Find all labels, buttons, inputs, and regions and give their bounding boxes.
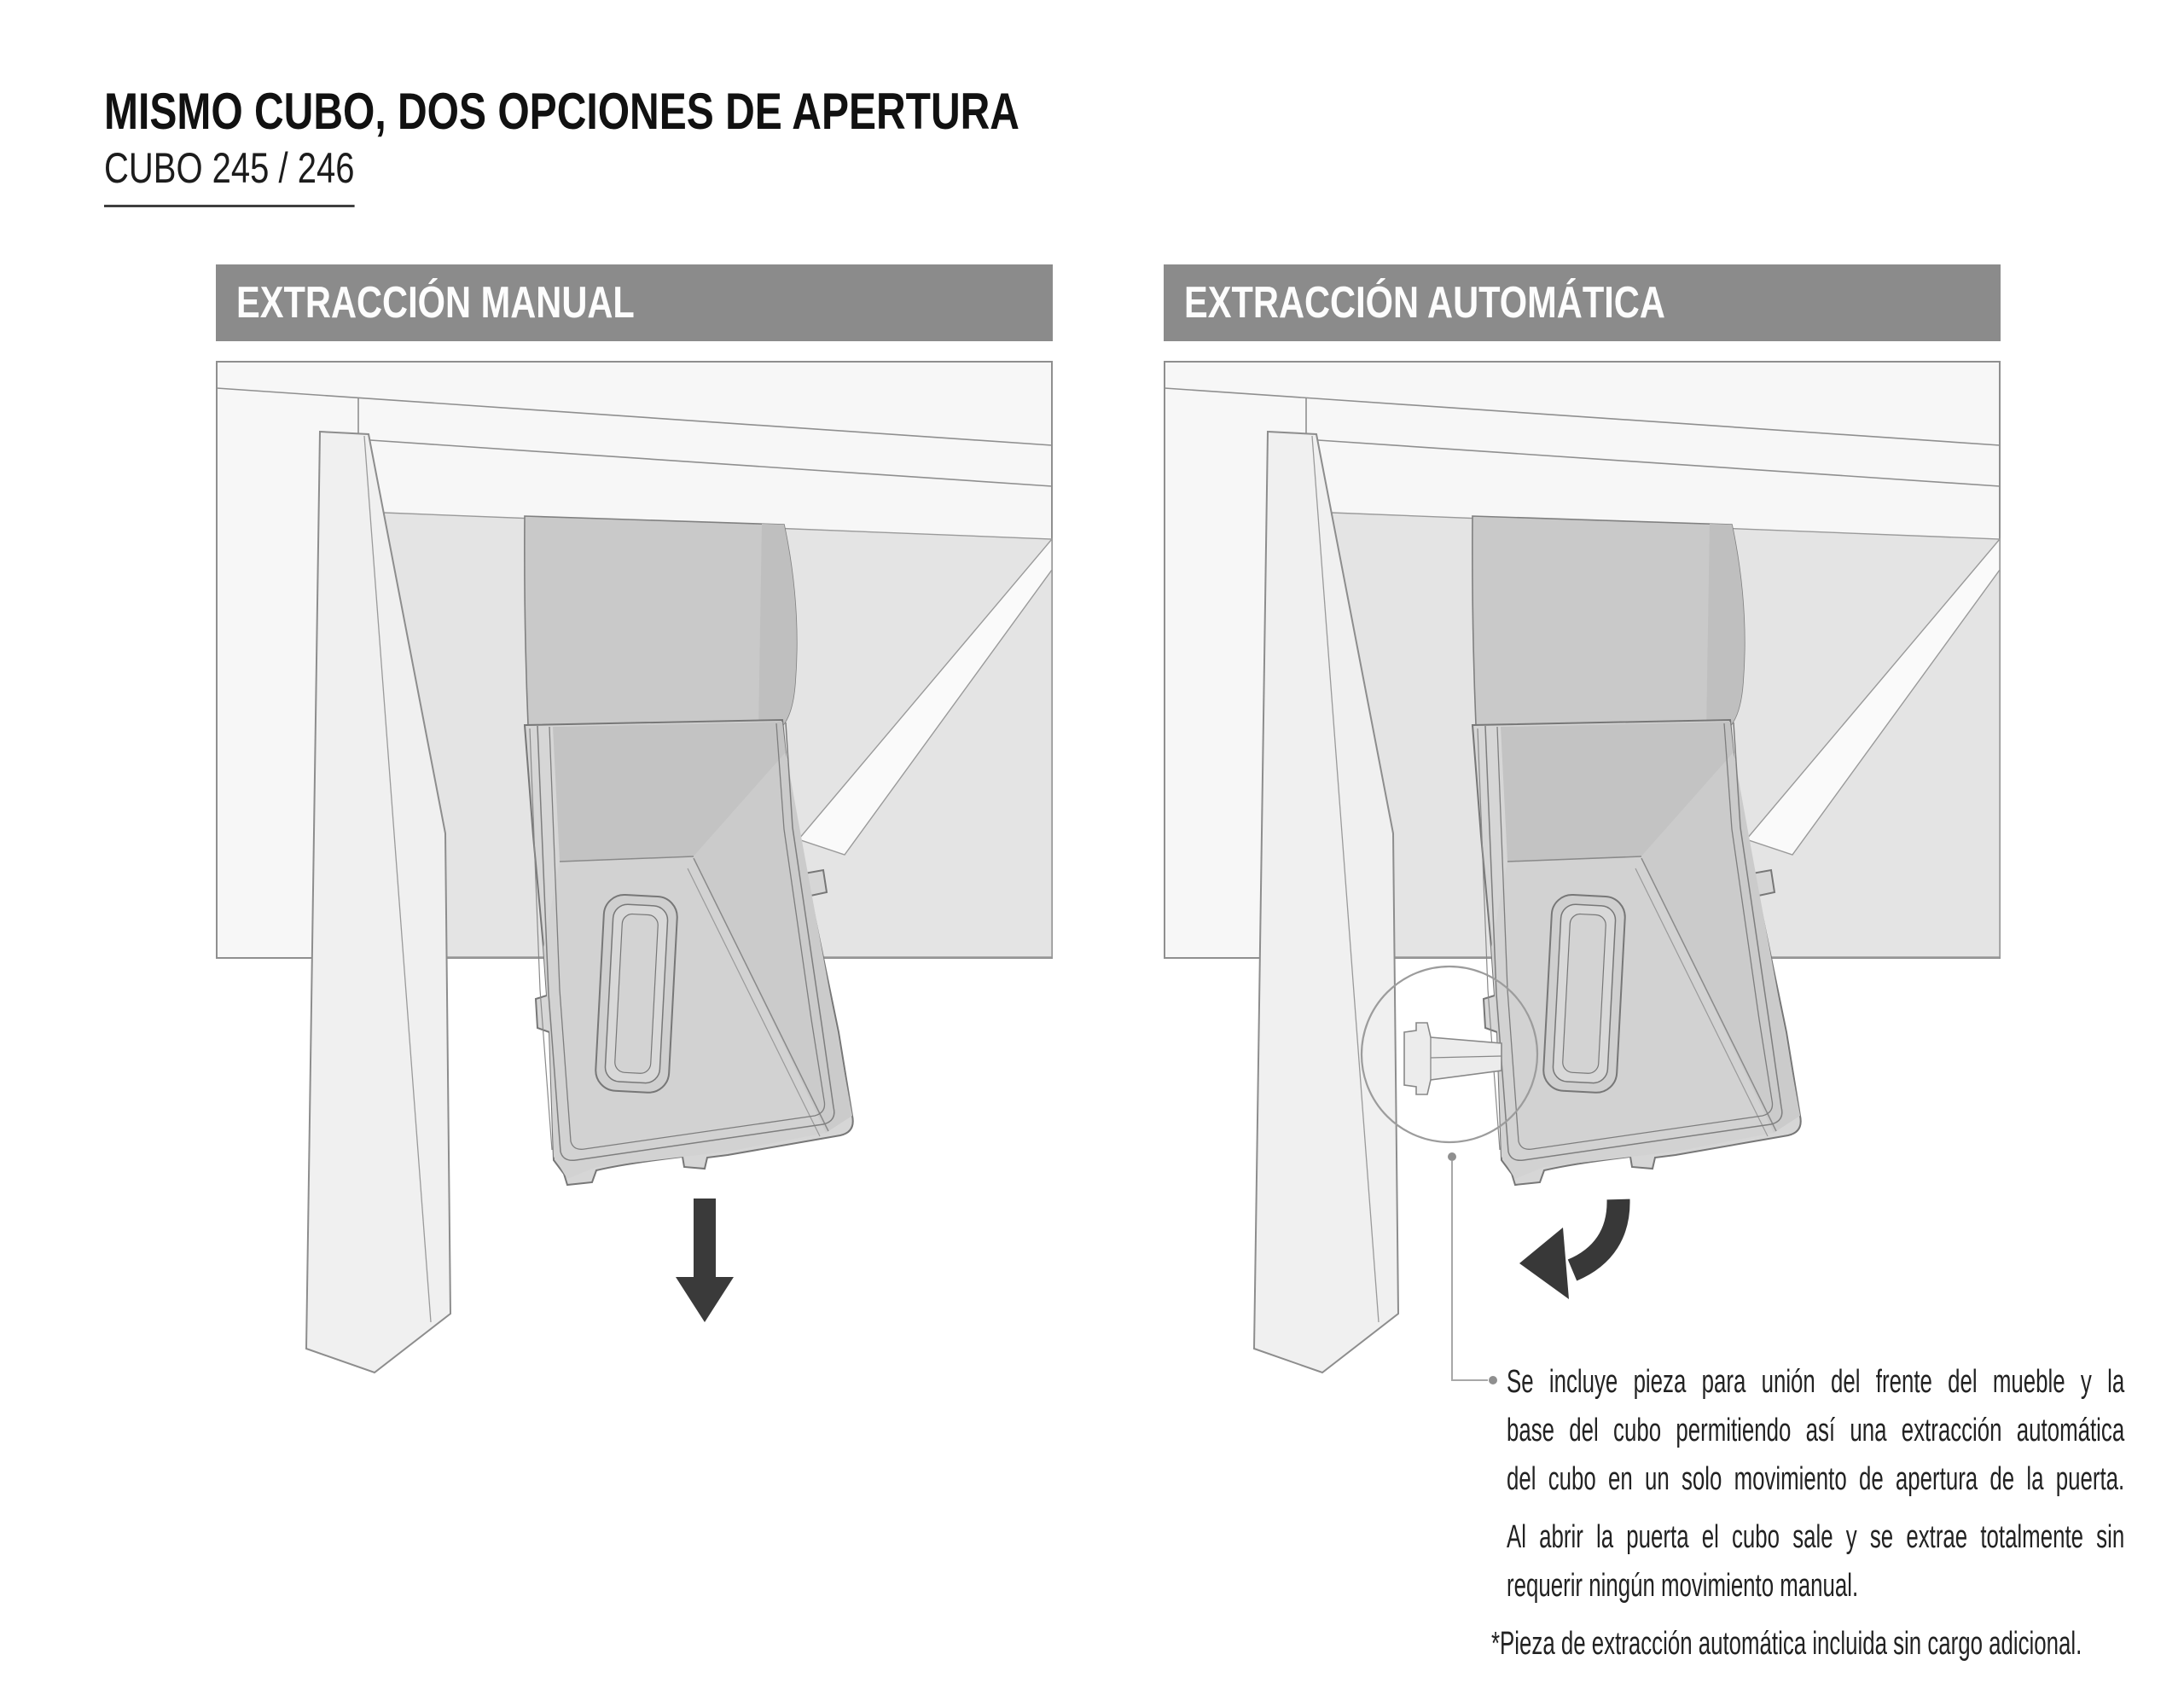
leader-line <box>1448 1152 1497 1384</box>
page-subtitle-wrap: CUBO 245 / 246 <box>104 143 355 207</box>
body-text: Al abrir la puerta el cubo sale y se ext… <box>1507 1513 2124 1611</box>
callout-line: base del cubo permitiendo así una extrac… <box>1507 1413 2125 1448</box>
down-arrow-icon <box>676 1199 734 1322</box>
panel-header-automatic-label: EXTRACCIÓN AUTOMÁTICA <box>1184 278 1665 328</box>
connector-piece <box>1403 1022 1502 1095</box>
automatic-illustration <box>1164 361 2001 1384</box>
body-line: Al abrir la puerta el cubo sale y se ext… <box>1507 1519 2125 1555</box>
callout-text: Se incluye pieza para unión del frente d… <box>1507 1358 2124 1504</box>
panel-header-manual: EXTRACCIÓN MANUAL <box>216 264 1053 341</box>
cabinet-illustration <box>216 361 1053 1373</box>
footnote-text: *Pieza de extracción automática incluida… <box>1491 1626 2082 1662</box>
panel-header-manual-label: EXTRACCIÓN MANUAL <box>236 278 635 328</box>
body-line: requerir ningún movimiento manual. <box>1507 1568 1859 1604</box>
cabinet-illustration <box>1164 361 2001 1373</box>
page-subtitle: CUBO 245 / 246 <box>104 143 355 207</box>
callout-line: del cubo en un solo movimiento de apertu… <box>1507 1461 2125 1497</box>
panel-header-automatic: EXTRACCIÓN AUTOMÁTICA <box>1164 264 2001 341</box>
manual-illustration <box>216 361 1053 1373</box>
curved-arrow-icon <box>1519 1199 1630 1299</box>
callout-line: Se incluye pieza para unión del frente d… <box>1507 1364 2125 1400</box>
callout-circle <box>1360 965 1539 1144</box>
page-title: MISMO CUBO, DOS OPCIONES DE APERTURA <box>104 83 1019 140</box>
